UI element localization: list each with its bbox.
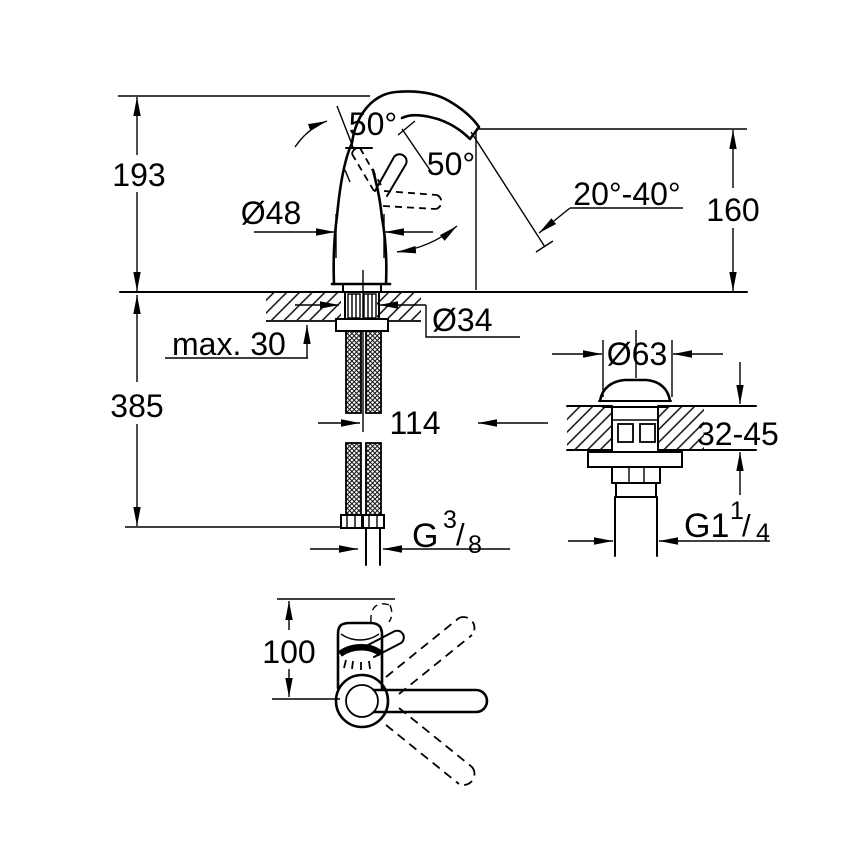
plan-base-circle-outer <box>334 673 390 729</box>
dimension-g38: G 3 / 8 <box>310 499 510 559</box>
dimension-114: 114 <box>318 405 548 441</box>
dimension-diameter-34: Ø34 <box>295 301 520 338</box>
drain-thread-label: G1 1 / 4 <box>684 490 770 547</box>
plan-lever-arm <box>372 688 489 714</box>
dim-o48-label: Ø48 <box>241 195 301 231</box>
spray-angle-annotation: 20°-40° <box>538 176 683 234</box>
angle-50-top-label: 50° <box>349 106 397 142</box>
reference-lines <box>118 95 748 528</box>
dim-max30-label: max. 30 <box>172 326 286 362</box>
water-stream-line <box>470 131 546 248</box>
faucet-lever-open-dashed <box>382 190 443 210</box>
dimension-160: 160 <box>706 130 760 291</box>
plan-spout-tip-dashed <box>370 603 393 623</box>
plan-lever-pivot <box>338 644 384 657</box>
dim-o63-label: Ø63 <box>607 336 667 372</box>
dim-385-label: 385 <box>110 388 163 424</box>
drain-dome-cap <box>598 378 672 403</box>
drain-valve-detail-view: Ø63 32-45 G1 1 / 4 <box>552 330 779 557</box>
dim-32-45-label: 32-45 <box>697 416 779 452</box>
dim-o34-label: Ø34 <box>432 302 492 338</box>
dimension-385: 385 <box>110 295 164 526</box>
plan-lever-arm-dashed-down <box>385 707 476 786</box>
dimension-193: 193 <box>112 97 166 291</box>
plan-body-outline <box>336 621 384 690</box>
front-view-mounting <box>266 291 421 566</box>
angle-20-40-label: 20°-40° <box>573 176 680 212</box>
drain-tailpipe <box>614 496 658 557</box>
dim-100-label: 100 <box>262 634 315 670</box>
plan-base-circle-inner <box>345 684 379 718</box>
dim-160-label: 160 <box>706 192 759 228</box>
lever-angle-annotations: 50° 50° <box>294 105 475 254</box>
supply-thread-label: G 3 / 8 <box>412 499 482 559</box>
hose-end-nuts <box>340 514 385 566</box>
angle-50-side-label: 50° <box>427 146 475 182</box>
faucet-lever-solid <box>374 153 408 197</box>
plan-lever-knob <box>365 629 405 658</box>
dimension-max-30: max. 30 <box>165 325 311 362</box>
drain-deck-hatch-left <box>567 407 612 450</box>
drain-flange <box>587 451 683 468</box>
deck-hatch-right <box>377 293 421 320</box>
deck-hatch-left <box>266 293 341 320</box>
plan-view-faucet: 100 <box>262 598 489 786</box>
dim-114-label: 114 <box>389 405 440 441</box>
front-view-faucet <box>330 90 554 292</box>
faucet-lever-dashed <box>351 147 382 192</box>
dim-193-label: 193 <box>112 157 165 193</box>
mounting-washer <box>335 318 389 332</box>
faucet-body-left-outline <box>332 90 481 286</box>
faucet-body-right-outline <box>371 168 388 286</box>
plan-lever-arm-dashed-up <box>385 616 476 695</box>
drain-deck-hatch-right <box>658 407 704 450</box>
dimension-diameter-48: Ø48 <box>241 195 433 258</box>
